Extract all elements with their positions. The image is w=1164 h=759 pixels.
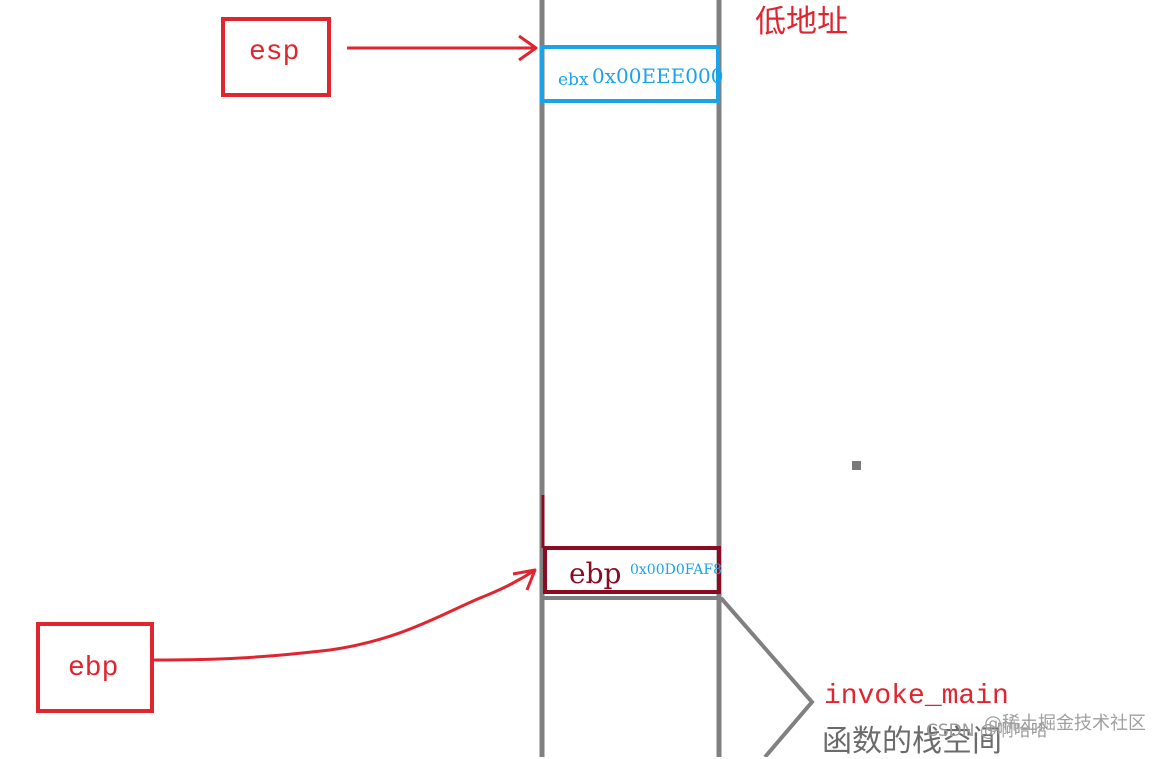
invoke-main-brace bbox=[719, 596, 815, 757]
ebp-label: ebp bbox=[68, 653, 119, 684]
ebx-value: 0x00EEE000 bbox=[592, 64, 724, 88]
ebp-arrow-shaft bbox=[153, 568, 536, 662]
ebp-value: 0x00D0FAF8 bbox=[630, 562, 722, 578]
stray-dot bbox=[852, 461, 861, 470]
ebp-register-box bbox=[36, 622, 154, 713]
low-address-label: 低地址 bbox=[755, 4, 848, 40]
esp-label: esp bbox=[249, 37, 300, 68]
ebp-arrow-head bbox=[512, 568, 537, 591]
ebx-label: ebx bbox=[558, 70, 589, 90]
esp-arrow-head bbox=[518, 34, 538, 62]
juejin-watermark: @稀土掘金技术社区 bbox=[984, 713, 1146, 734]
ebp-stack-cell bbox=[543, 546, 721, 594]
csdn-watermark: CSDN @啊哈哈 bbox=[926, 721, 1048, 741]
ebx-stack-cell bbox=[540, 45, 720, 103]
ebp-cell-label: ebp bbox=[569, 557, 622, 590]
esp-register-box bbox=[221, 17, 331, 97]
invoke-main-label: invoke_main bbox=[824, 681, 1009, 712]
stack-space-label: 函数的栈空间 bbox=[822, 724, 1002, 759]
